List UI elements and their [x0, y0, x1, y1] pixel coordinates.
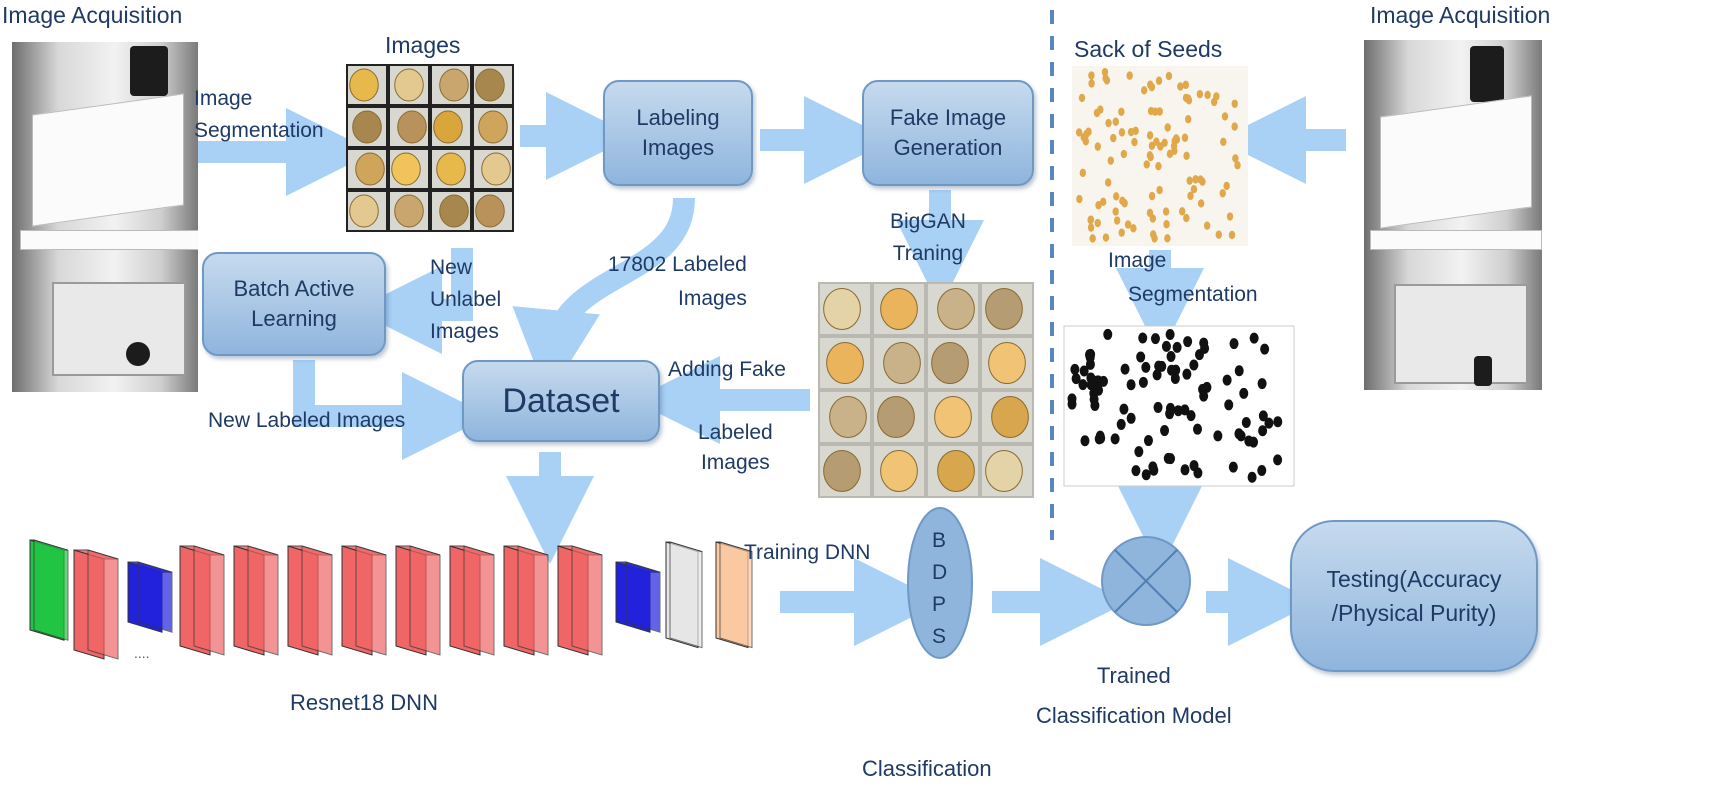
fake-tile-1	[880, 287, 918, 331]
fake-image-grid	[818, 282, 1034, 498]
seed-image-grid	[346, 64, 514, 232]
resnet-caption: Resnet18 DNN	[290, 690, 438, 715]
layer-conv-block-2	[233, 545, 279, 656]
segmentation-mask-image	[1063, 325, 1295, 487]
arrow-labeling-to-dataset	[512, 197, 695, 398]
seed-tile-11	[481, 152, 511, 186]
class-d: D	[932, 561, 948, 584]
seed-tile-1	[394, 68, 424, 102]
seed-tile-5	[397, 110, 427, 144]
layer-conv-block-3	[287, 545, 333, 656]
arrow-batch-to-dataset	[293, 360, 490, 460]
labeled-images-label: Labeled Images	[698, 421, 773, 474]
class-p: P	[932, 593, 947, 616]
biggan-training-label: BigGAN Traning	[890, 210, 966, 265]
acquisition-photo-right	[1364, 40, 1542, 390]
image-acquisition-left-title: Image Acquisition	[2, 2, 183, 28]
fake-tile-12	[823, 449, 861, 493]
seed-tile-2	[439, 68, 469, 102]
fake-tile-7	[988, 341, 1026, 385]
image-acquisition-right-title: Image Acquisition	[1370, 2, 1551, 28]
acquisition-photo-left	[12, 42, 198, 392]
fake-tile-10	[934, 395, 972, 439]
layer-conv-1	[73, 549, 119, 660]
seed-tile-10	[436, 152, 466, 186]
fake-tile-0	[823, 287, 861, 331]
fake-tile-3	[985, 287, 1023, 331]
sack-of-seeds-image	[1072, 66, 1248, 246]
seed-tile-3	[475, 68, 505, 102]
new-unlabel-images-label: New Unlabel Images	[430, 256, 502, 343]
ellipsis-text: ....	[134, 645, 150, 661]
seed-tile-6	[433, 110, 463, 144]
seed-tile-4	[352, 110, 382, 144]
seed-tile-14	[439, 194, 469, 228]
class-s: S	[932, 625, 947, 648]
trained-model-caption: Trained Classification Model	[1036, 663, 1232, 728]
images-title: Images	[385, 32, 461, 58]
seed-tile-7	[478, 110, 508, 144]
class-b: B	[932, 529, 947, 552]
fake-tile-5	[883, 341, 921, 385]
arrow-images-to-batch	[354, 248, 473, 354]
seed-tile-15	[475, 194, 505, 228]
fake-tile-14	[937, 449, 975, 493]
seed-tile-8	[355, 152, 385, 186]
image-segmentation-left-label: Image Segmentation	[194, 87, 324, 142]
layer-conv-block-6	[449, 545, 495, 656]
layer-conv-block-8	[557, 545, 603, 656]
fake-tile-13	[880, 449, 918, 493]
testing-box: Testing(Accuracy/Physical Purity)	[1290, 520, 1538, 672]
new-labeled-images-label: New Labeled Images	[208, 409, 406, 432]
adding-fake-label: Adding Fake	[668, 358, 786, 381]
combine-operator	[1101, 536, 1191, 626]
layer-conv-block-7	[503, 545, 549, 656]
fake-tile-9	[877, 395, 915, 439]
class-ellipse	[907, 507, 973, 659]
layer-pool-1	[127, 561, 173, 633]
seed-tile-9	[391, 152, 421, 186]
layer-conv-block-4	[341, 545, 387, 656]
fake-tile-15	[985, 449, 1023, 493]
resnet-layers	[29, 539, 753, 660]
fake-tile-6	[931, 341, 969, 385]
layer-fc	[665, 541, 703, 649]
fake-tile-8	[829, 395, 867, 439]
dataset-box: Dataset	[462, 360, 660, 442]
fake-tile-11	[991, 395, 1029, 439]
fake-tile-2	[937, 287, 975, 331]
layer-softmax	[715, 541, 753, 649]
seed-tile-12	[349, 194, 379, 228]
layer-conv-block-1	[179, 545, 225, 656]
layer-input	[29, 539, 69, 641]
fake-tile-4	[826, 341, 864, 385]
classification-caption: Classification	[862, 756, 992, 781]
labeled-count-label: 17802 Labeled Images	[607, 253, 747, 310]
training-dnn-label: Training DNN	[744, 541, 871, 564]
image-segmentation-right-label: Image Segmentation	[1108, 249, 1258, 306]
layer-pool-2	[615, 561, 661, 633]
seed-tile-13	[394, 194, 424, 228]
sack-of-seeds-title: Sack of Seeds	[1074, 36, 1223, 62]
seed-tile-0	[349, 68, 379, 102]
layer-conv-block-5	[395, 545, 441, 656]
